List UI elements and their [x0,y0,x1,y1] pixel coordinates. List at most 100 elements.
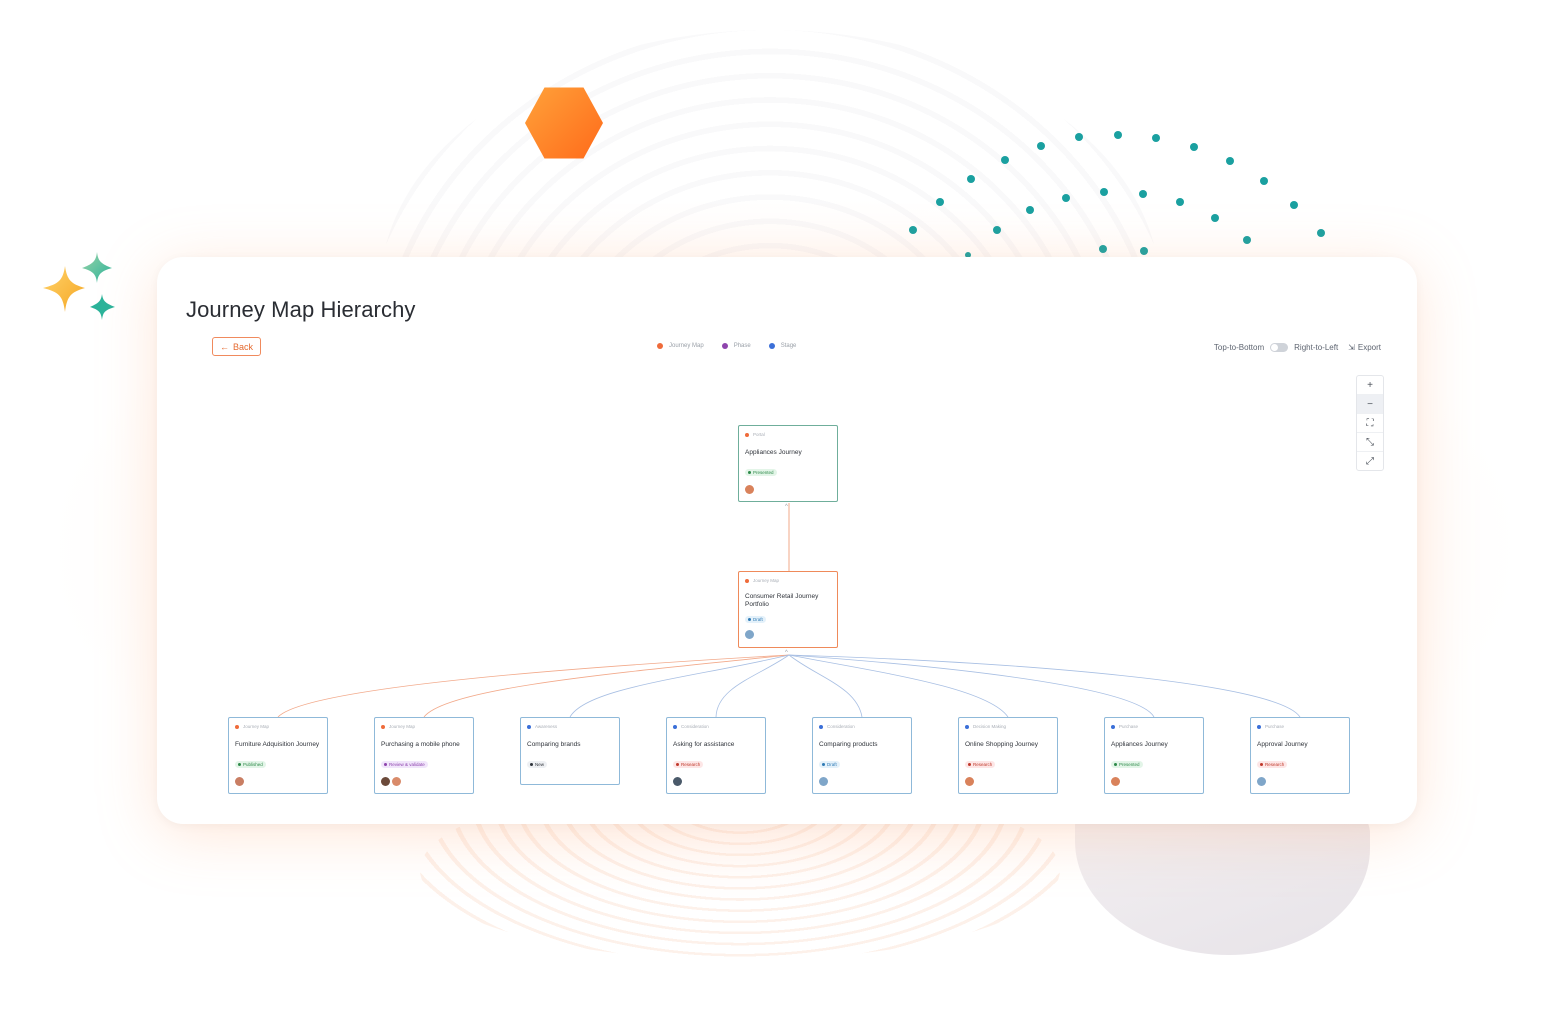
type-dot [745,578,749,583]
zoom-out-button[interactable]: − [1357,395,1383,414]
node-type: Decision Making [965,724,1051,729]
legend-label: Journey Map [669,343,704,349]
legend-label: Phase [733,343,751,349]
status-badge: Research [965,761,996,768]
node-type-label: Awareness [535,724,558,729]
node-title: Comparing brands [527,741,581,748]
avatar-group [745,630,831,640]
edge-to-child-5 [788,654,863,718]
right-to-left-label[interactable]: Right-to-Left [1294,343,1339,352]
node-type-label: Decision Making [973,724,1007,729]
node-type: Purchase [1257,724,1343,729]
type-dot [1111,724,1115,729]
badge-dot [384,763,387,766]
status-badge: Published [235,761,266,768]
avatar-group [819,777,905,787]
collapse-icon[interactable]: ⤡ [1357,433,1383,452]
node-child-3[interactable]: Awareness Comparing brands New [520,717,620,785]
arrow-left-icon: ← [219,341,229,352]
avatar [745,630,754,639]
avatar [965,777,974,786]
legend-dot [721,343,728,349]
avatar [1111,777,1120,786]
node-type-label: Journey Map [243,724,270,729]
status-label: Published [243,762,263,767]
avatar [1257,777,1266,786]
avatar [673,777,682,786]
top-to-bottom-label[interactable]: Top-to-Bottom [1213,343,1265,352]
back-button[interactable]: ← Back [212,337,261,356]
node-child-1[interactable]: Journey Map Furniture Adquisition Journe… [228,717,328,794]
node-title: Approval Journey [1257,741,1308,748]
edge-to-child-7 [788,654,1155,718]
node-child-6[interactable]: Decision Making Online Shopping Journey … [958,717,1058,794]
type-dot [673,724,677,729]
legend-item-stage: Stage [768,343,796,349]
status-badge: Draft [819,761,840,768]
node-root[interactable]: Portal Appliances Journey Presented ^ [738,425,838,510]
node-child-5[interactable]: Consideration Comparing products Draft [812,717,912,794]
status-badge: Research [673,761,704,768]
edge-to-child-4 [715,654,790,718]
badge-dot [968,763,971,766]
status-badge: Presented [1111,761,1143,768]
node-title: Comparing products [819,741,878,748]
legend-item-journey-map: Journey Map [657,343,704,349]
avatar-group [1257,777,1343,787]
edge-to-child-1 [277,654,790,718]
node-type-label: Journey Map [389,724,416,729]
status-label: Draft [753,617,763,622]
export-label: Export [1357,343,1381,352]
node-title: Furniture Adquisition Journey [235,741,320,748]
layout-direction-toggle[interactable] [1270,343,1289,352]
type-dot [1257,724,1261,729]
expand-icon[interactable]: ⤢ [1366,455,1374,467]
avatar-group [745,485,831,495]
avatar-group [381,777,467,787]
legend-item-phase: Phase [721,343,751,349]
status-label: Presented [753,470,774,475]
type-dot [235,724,239,729]
node-type: Journey Map [235,724,321,729]
node-portfolio[interactable]: Journey Map Consumer Retail Journey Port… [738,571,838,656]
type-dot [745,432,749,437]
node-type-legend: Journey Map Phase Stage [657,343,796,349]
status-label: Presented [1119,762,1140,767]
type-dot [381,724,385,729]
status-label: Review & validate [389,762,425,767]
edge-to-child-2 [423,654,790,718]
node-type: Consideration [819,724,905,729]
status-badge: Research [1257,761,1288,768]
type-dot [965,724,969,729]
status-label: Draft [827,762,837,767]
status-label: Research [973,762,993,767]
export-button[interactable]: ⇲ Export [1348,343,1381,352]
edge-to-child-6 [788,654,1009,718]
zoom-controls: + − ⛶ ⤡ ⤢ [1356,375,1384,471]
zoom-in-button[interactable]: + [1357,376,1383,395]
node-child-2[interactable]: Journey Map Purchasing a mobile phone Re… [374,717,474,794]
back-label: Back [232,341,253,352]
node-type: Purchase [1111,724,1197,729]
node-title: Purchasing a mobile phone [381,741,460,748]
node-type: Portal [745,432,831,437]
avatar-group [965,777,1051,787]
chevron-up-icon[interactable]: ^ [785,650,788,656]
layout-toolbar: Top-to-Bottom Right-to-Left ⇲ Export [1214,343,1381,352]
legend-dot [768,343,775,349]
node-title: Consumer Retail Journey Portfolio [745,593,819,608]
fit-view-icon[interactable]: ⛶ [1357,414,1383,433]
avatar [392,777,401,786]
node-child-4[interactable]: Consideration Asking for assistance Rese… [666,717,766,794]
badge-dot [822,763,825,766]
type-dot [819,724,823,729]
chevron-up-icon[interactable]: ^ [785,504,788,510]
node-child-7[interactable]: Purchase Appliances Journey Presented [1104,717,1204,794]
avatar-group [1111,777,1197,787]
node-title: Appliances Journey [1111,741,1168,748]
badge-dot [530,763,533,766]
status-label: New [535,762,545,767]
edge-to-child-8 [788,654,1301,718]
node-child-8[interactable]: Purchase Approval Journey Research [1250,717,1350,794]
status-badge: Draft [745,616,766,623]
